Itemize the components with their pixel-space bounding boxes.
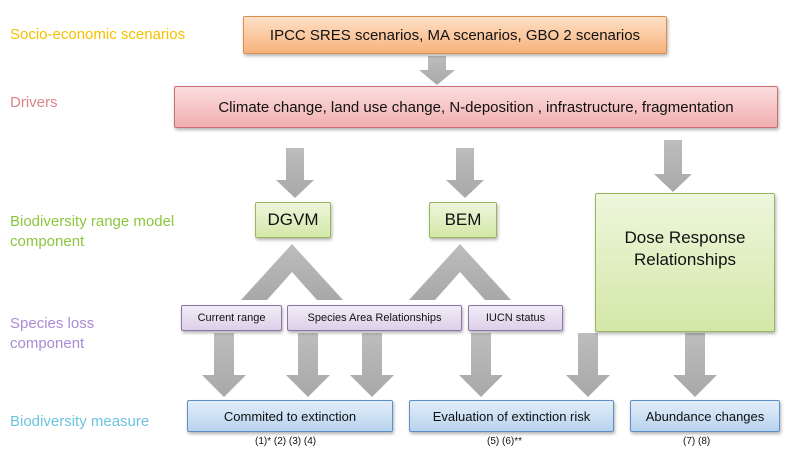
row-label-species-loss: Species loss component [10, 314, 94, 354]
dose-response-line1: Dose Response [624, 227, 746, 247]
current-range-box-text: Current range [197, 312, 266, 324]
row-label-socio-economic: Socio-economic scenarios [10, 25, 185, 45]
evaluation-box: Evaluation of extinction risk [409, 400, 614, 432]
abundance-box: Abundance changes [630, 400, 780, 432]
dgvm-box-text: DGVM [267, 210, 319, 229]
arrow-scenarios-to-drivers [419, 56, 455, 85]
dgvm-box: DGVM [255, 202, 331, 238]
abundance-box-text: Abundance changes [645, 408, 765, 424]
arrow-species-area-to-committed-1 [286, 333, 330, 397]
row-label-measure: Biodiversity measure [10, 412, 149, 432]
scenarios-box-text: IPCC SRES scenarios, MA scenarios, GBO 2… [269, 26, 641, 44]
note-abundance: (7) (8) [683, 436, 711, 447]
arrow-bem-split [409, 244, 511, 300]
row-label-range-model-line2: component [10, 233, 85, 250]
evaluation-box-text: Evaluation of extinction risk [432, 408, 591, 424]
row-label-species-loss-line2: component [10, 335, 85, 352]
row-label-drivers: Drivers [10, 93, 58, 113]
species-area-box-text: Species Area Relationships [307, 312, 442, 324]
row-label-socio-economic-text: Socio-economic scenarios [10, 26, 186, 43]
note-evaluation: (5) (6)** [487, 436, 523, 447]
iucn-box-text: IUCN status [485, 312, 546, 324]
arrow-dgvm-split [241, 244, 343, 300]
arrow-species-area-to-committed-2 [350, 333, 394, 397]
species-area-box: Species Area Relationships [287, 305, 462, 331]
row-label-species-loss-line1: Species loss [10, 315, 95, 332]
committed-box-text: Commited to extinction [223, 408, 357, 424]
arrow-drivers-to-dgvm [276, 148, 314, 198]
bem-box-text: BEM [444, 210, 482, 229]
drivers-box-text: Climate change, land use change, N-depos… [218, 98, 734, 116]
row-label-range-model-line1: Biodiversity range model [10, 213, 175, 230]
note-committed: (1)* (2) (3) (4) [255, 436, 317, 447]
row-label-range-model: Biodiversity range model component [10, 212, 174, 252]
iucn-box: IUCN status [468, 305, 563, 331]
arrow-iucn-to-evaluation [566, 333, 610, 397]
row-label-drivers-text: Drivers [10, 94, 58, 111]
dose-response-box: Dose Response Relationships [595, 193, 775, 332]
row-label-measure-text: Biodiversity measure [10, 413, 150, 430]
scenarios-box: IPCC SRES scenarios, MA scenarios, GBO 2… [243, 16, 667, 54]
arrow-current-range-to-committed [202, 333, 246, 397]
arrow-drivers-to-bem [446, 148, 484, 198]
drivers-box: Climate change, land use change, N-depos… [174, 86, 778, 128]
bem-box: BEM [429, 202, 497, 238]
committed-box: Commited to extinction [187, 400, 393, 432]
current-range-box: Current range [181, 305, 282, 331]
arrow-drivers-to-dose-response [654, 140, 692, 192]
dose-response-line2: Relationships [633, 249, 737, 269]
arrow-species-area-to-evaluation [459, 333, 503, 397]
arrow-dose-response-to-abundance [673, 333, 717, 397]
